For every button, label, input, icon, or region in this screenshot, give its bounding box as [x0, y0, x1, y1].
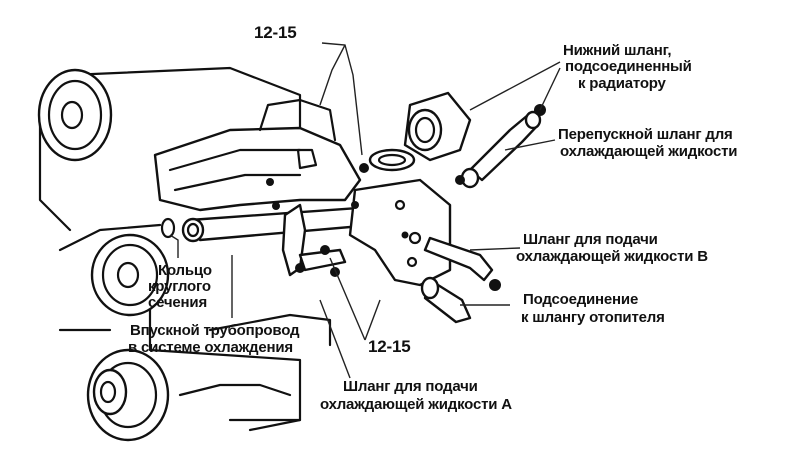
heater-connection-label-2: к шлангу отопителя: [521, 309, 665, 326]
bypass-hose-label-1: Перепускной шланг для: [558, 126, 733, 143]
thermostat-housing: [348, 178, 452, 287]
intake-manifold: [153, 98, 362, 212]
ref-label-top: 12-15: [254, 23, 297, 42]
supply-hose-b-label-2: охлаждающей жидкости В: [516, 248, 708, 265]
lower-radiator-hose-label-3: к радиатору: [578, 75, 666, 92]
lower-radiator-hose-label-1: Нижний шланг,: [563, 42, 672, 59]
hose-clamp-top: [368, 148, 416, 172]
coolant-hose-a: [281, 203, 347, 277]
supply-hose-a-label-1: Шланг для подачи: [343, 378, 478, 395]
lower-radiator-hose-label-2: подсоединенный: [565, 58, 692, 75]
o-ring-label-2: круглого: [148, 278, 211, 295]
supply-hose-a-label-2: охлаждающей жидкости А: [320, 396, 512, 413]
pulley-middle: [90, 233, 170, 317]
supply-hose-b-label-1: Шланг для подачи: [523, 231, 658, 248]
leader-lines: [169, 42, 561, 379]
ref-label-bottom: 12-15: [368, 337, 411, 356]
o-ring-label-1: Кольцо: [158, 262, 212, 279]
inlet-manifold-label-1: Впускной трубопровод: [130, 322, 300, 339]
outlet-neck: [403, 91, 472, 162]
heater-connection: [420, 276, 472, 324]
o-ring-label-3: сечения: [148, 294, 207, 311]
crank-pulley-bottom: [86, 348, 170, 442]
inlet-manifold-label-2: в системе охлаждения: [128, 339, 293, 356]
coolant-hose-b: [423, 236, 501, 291]
timing-pulley-top: [37, 68, 113, 162]
bypass-hose-label-2: охлаждающей жидкости: [560, 143, 738, 160]
heater-connection-label-1: Подсоединение: [523, 291, 639, 308]
bolts: [266, 163, 409, 239]
bypass-hose: [455, 104, 546, 189]
